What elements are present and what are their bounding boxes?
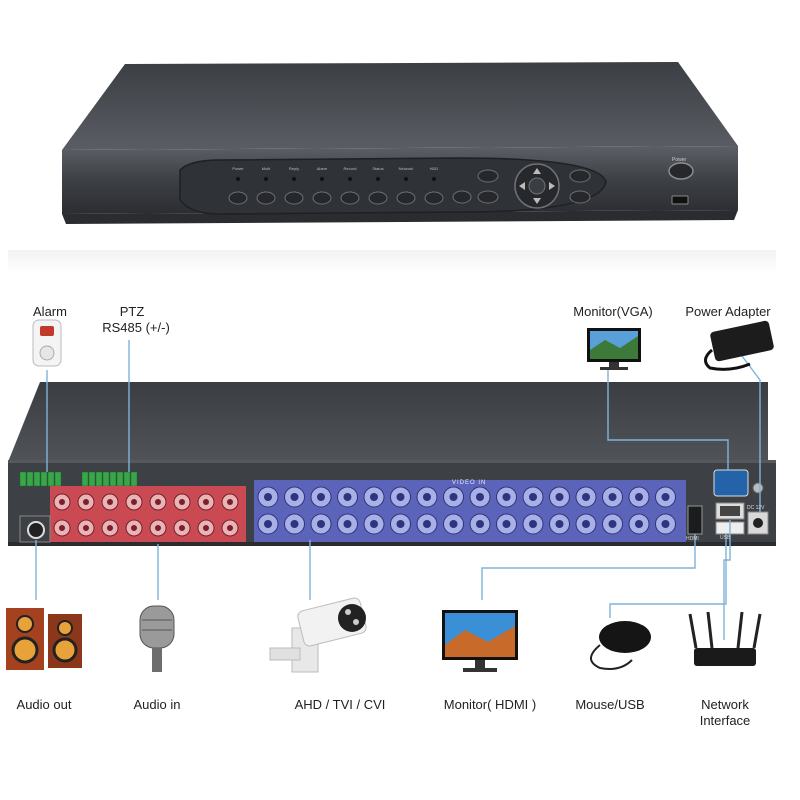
connector-line — [481, 534, 696, 600]
front-panel-button[interactable] — [424, 191, 444, 205]
status-led — [264, 177, 268, 181]
connector-line — [723, 520, 731, 640]
vga-port — [713, 469, 749, 497]
status-led — [320, 177, 324, 181]
playback-button[interactable] — [569, 190, 591, 204]
mouse-icon — [590, 621, 651, 670]
front-button-label: Alarm — [316, 166, 328, 171]
speakers-icon — [6, 608, 82, 670]
video-in-text: VIDEO IN — [452, 480, 487, 486]
direction-pad[interactable] — [514, 163, 560, 209]
hdmi-text: HDMI — [686, 536, 699, 542]
back-button[interactable] — [477, 190, 499, 204]
vga-monitor-icon — [587, 328, 641, 370]
enter-button[interactable] — [569, 169, 591, 183]
terminal-pin — [19, 471, 27, 487]
terminal-pin — [95, 471, 103, 487]
front-panel-button[interactable] — [284, 191, 304, 205]
connector-lines — [35, 340, 761, 640]
front-panel-button[interactable] — [452, 190, 472, 204]
front-usb-port — [671, 195, 689, 205]
menu-button[interactable] — [477, 169, 499, 183]
camera-label: AHD / TVI / CVI — [294, 697, 386, 712]
monitor-hdmi-label: Monitor( HDMI ) — [443, 697, 537, 712]
rs485-label: RS485 (+/-) — [102, 320, 170, 335]
hdmi-monitor-icon — [442, 610, 518, 672]
terminal-pin — [40, 471, 48, 487]
front-status-leds — [236, 177, 436, 181]
terminal-pin — [116, 471, 124, 487]
rear-section-band — [8, 250, 776, 274]
terminal-pin — [88, 471, 96, 487]
front-button-label: Status — [372, 166, 384, 171]
status-led — [236, 177, 240, 181]
terminal-pin — [102, 471, 110, 487]
front-button-label: Network — [398, 166, 414, 171]
audio-out-frame — [19, 515, 51, 543]
audio-out-label: Audio out — [16, 697, 72, 712]
front-panel-button[interactable] — [396, 191, 416, 205]
alarm-label: Alarm — [33, 304, 67, 319]
terminal-pin — [47, 471, 55, 487]
status-led — [432, 177, 436, 181]
bnc-video-ports — [257, 486, 676, 535]
status-led — [292, 177, 296, 181]
status-led — [376, 177, 380, 181]
status-led — [348, 177, 352, 181]
alarm-sensor-icon — [32, 319, 62, 367]
front-panel-button[interactable] — [368, 191, 388, 205]
ground-screw — [752, 482, 764, 494]
front-panel-button[interactable] — [312, 191, 332, 205]
audio-out-jack — [27, 521, 45, 539]
audio-panel — [50, 486, 246, 542]
monitor-vga-label: Monitor(VGA) — [573, 304, 653, 319]
usb-text: USB — [720, 535, 731, 541]
power-text: Power — [672, 157, 687, 163]
terminal-pin — [33, 471, 41, 487]
terminal-pin — [130, 471, 138, 487]
front-button-label: HDD — [429, 166, 439, 171]
front-button-label: Record — [343, 166, 357, 171]
router-icon — [688, 611, 762, 666]
front-button-label: Multi — [261, 166, 271, 171]
front-panel-button[interactable] — [228, 191, 248, 205]
power-button[interactable] — [668, 162, 694, 180]
mouse-usb-label: Mouse/USB — [575, 697, 645, 712]
network-label-line2: Interface — [699, 713, 751, 728]
front-panel-button[interactable] — [340, 191, 360, 205]
front-button-label: Power — [232, 166, 244, 171]
power-adapter-label: Power Adapter — [685, 304, 771, 319]
front-buttons — [228, 190, 472, 205]
audio-ports — [53, 493, 239, 537]
microphone-icon — [139, 605, 175, 672]
front-panel-button[interactable] — [256, 191, 276, 205]
ptz-label: PTZ — [119, 304, 145, 319]
audio-in-label: Audio in — [133, 697, 181, 712]
hdmi-port — [687, 505, 703, 535]
dc-power-text: DC 12V — [747, 505, 765, 511]
status-led — [404, 177, 408, 181]
ptz-camera-icon — [269, 597, 367, 673]
alarm-ptz-terminal-blocks — [19, 471, 138, 487]
front-button-label: Reply — [288, 166, 300, 171]
power-adapter-icon — [704, 320, 774, 371]
terminal-pin — [81, 471, 89, 487]
terminal-pin — [109, 471, 117, 487]
connector-line — [607, 370, 729, 470]
terminal-pin — [54, 471, 62, 487]
terminal-pin — [123, 471, 131, 487]
connector-line — [609, 534, 727, 618]
terminal-pin — [26, 471, 34, 487]
network-label-line1: Network — [701, 697, 749, 712]
